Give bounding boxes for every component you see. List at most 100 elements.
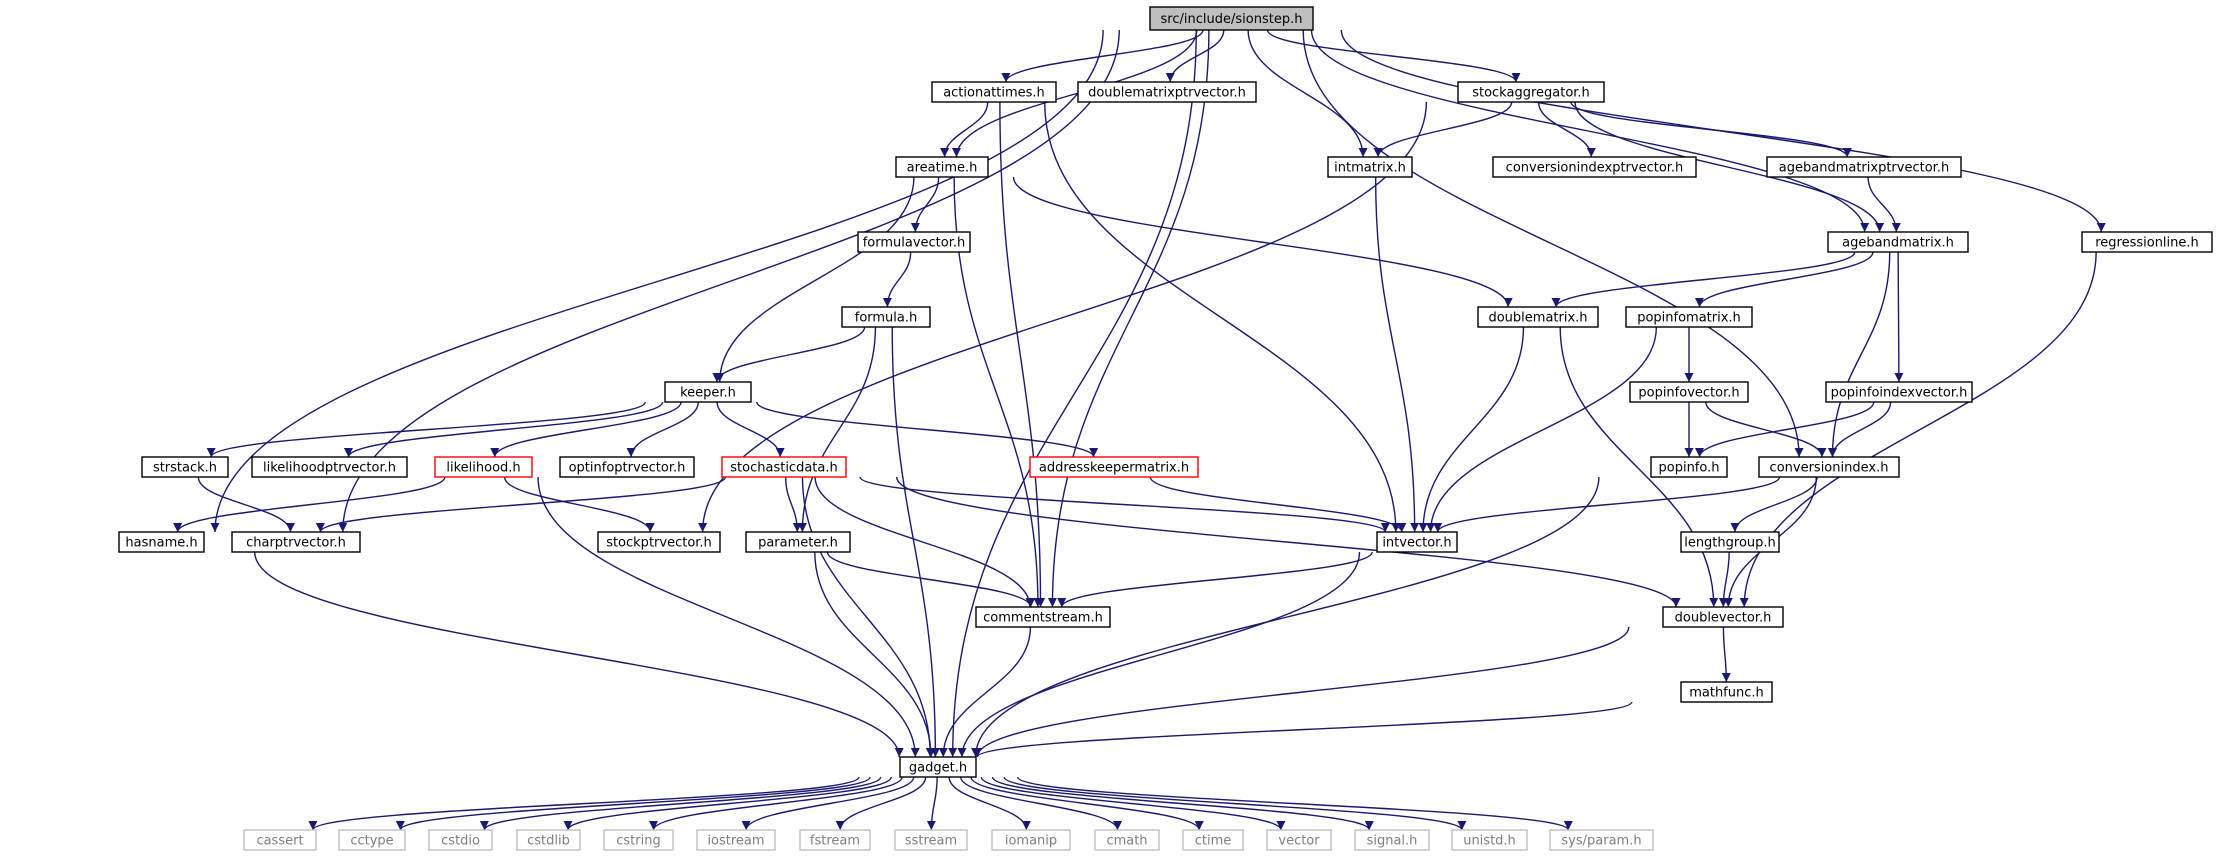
node-cstdlib: cstdlib — [516, 829, 581, 851]
edge-parameter-to-commentstream — [826, 551, 1036, 608]
node-sstream: sstream — [894, 829, 968, 851]
edge-stockaggregator-to-agebandmatrix — [1574, 101, 1885, 233]
node-doublevector[interactable]: doublevector.h — [1662, 606, 1784, 628]
node-regressionline[interactable]: regressionline.h — [2081, 231, 2213, 253]
edge-doublevector-to-gadget — [972, 626, 1630, 758]
node-label: regressionline.h — [2095, 236, 2199, 251]
node-charptrvector[interactable]: charptrvector.h — [231, 531, 361, 553]
edge-likelihood-to-gadget — [537, 476, 920, 758]
node-box — [841, 306, 931, 328]
node-strstack[interactable]: strstack.h — [141, 456, 229, 478]
edge-agebandmatrix-to-popinfoindexvector — [1894, 251, 1904, 383]
node-box — [857, 231, 971, 253]
node-box — [118, 531, 205, 553]
node-sionstep[interactable]: src/include/sionstep.h — [1149, 6, 1314, 31]
node-stochasticdata[interactable]: stochasticdata.h — [721, 456, 847, 478]
edge-intvector-to-commentstream — [1057, 551, 1373, 608]
node-cctype: cctype — [338, 829, 406, 851]
node-conversionindexptrvector[interactable]: conversionindexptrvector.h — [1492, 156, 1697, 178]
node-agebandmatrix[interactable]: agebandmatrix.h — [1827, 231, 1969, 253]
edge-regressionline-to-doublevector — [1739, 251, 2097, 608]
node-label: popinfo.h — [1659, 461, 1720, 476]
node-formula[interactable]: formula.h — [841, 306, 931, 328]
node-label: intvector.h — [1382, 536, 1451, 551]
edge-formulavector-to-formula — [882, 251, 912, 308]
edge-doublevector-to-mathfunc — [1721, 626, 1731, 683]
node-box — [1549, 829, 1654, 851]
node-label: cctype — [350, 834, 393, 849]
node-box — [799, 829, 871, 851]
edge-stochasticdata-to-charptrvector — [316, 476, 727, 533]
node-box — [931, 81, 1057, 103]
node-actionattimes[interactable]: actionattimes.h — [931, 81, 1057, 103]
node-formulavector[interactable]: formulavector.h — [857, 231, 971, 253]
node-parameter[interactable]: parameter.h — [745, 531, 851, 553]
edge-doublematrix-to-intvector — [1418, 326, 1525, 533]
node-popinfoindexvector[interactable]: popinfoindexvector.h — [1825, 381, 1973, 403]
edge-agebandmatrix-to-doublematrix — [1551, 251, 1856, 308]
node-addresskeepermatrix[interactable]: addresskeepermatrix.h — [1029, 456, 1199, 478]
node-box — [516, 829, 581, 851]
node-label: stochasticdata.h — [730, 461, 837, 476]
edge-doublematrix-to-doublevector — [1559, 326, 1719, 608]
edge-gadget-to-cstdlib — [563, 776, 892, 831]
node-intvector[interactable]: intvector.h — [1376, 531, 1458, 553]
node-stockptrvector[interactable]: stockptrvector.h — [597, 531, 721, 553]
node-likelihoodptrvector[interactable]: likelihoodptrvector.h — [251, 456, 408, 478]
edge-likelihood-to-stockptrvector — [503, 476, 655, 533]
node-label: doublematrixptrvector.h — [1088, 86, 1246, 101]
node-gadget[interactable]: gadget.h — [899, 756, 977, 778]
node-popinfomatrix[interactable]: popinfomatrix.h — [1625, 306, 1753, 328]
edge-gadget-to-cctype — [395, 776, 871, 831]
node-box — [243, 829, 317, 851]
edge-gadget-to-signal — [991, 776, 1374, 831]
node-popinfovector[interactable]: popinfovector.h — [1629, 381, 1749, 403]
nodes-layer: src/include/sionstep.h actionattimes.h dou… — [118, 6, 2213, 851]
node-label: iostream — [707, 834, 764, 849]
node-hasname[interactable]: hasname.h — [118, 531, 205, 553]
edge-gadget-to-ctime — [970, 776, 1204, 831]
edge-stochasticdata-to-doublevector — [895, 476, 1681, 608]
node-box — [603, 829, 674, 851]
node-optinfoptrvector[interactable]: optinfoptrvector.h — [559, 456, 695, 478]
node-commentstream[interactable]: commentstream.h — [975, 606, 1111, 628]
edge-keeper-to-stochasticdata — [716, 401, 785, 458]
edge-stochasticdata-to-commentstream — [814, 476, 1035, 608]
edge-keeper-to-likelihoodptrvector — [344, 401, 664, 458]
edge-parameter-to-gadget — [814, 551, 936, 758]
node-areatime[interactable]: areatime.h — [895, 156, 989, 178]
node-keeper[interactable]: keeper.h — [664, 381, 752, 403]
edge-gadget-to-cmath — [959, 776, 1122, 831]
node-box — [1825, 381, 1973, 403]
node-label: vector — [1278, 834, 1320, 849]
node-box — [1077, 81, 1257, 103]
edge-formula-to-parameter — [797, 326, 877, 533]
node-popinfo[interactable]: popinfo.h — [1650, 456, 1728, 478]
edge-sionstep-to-intmatrix — [1247, 29, 1368, 158]
edge-intvector-to-gadget — [957, 551, 1361, 758]
edge-gadget-to-sstream — [926, 776, 938, 831]
node-lengthgroup[interactable]: lengthgroup.h — [1680, 531, 1780, 553]
node-box — [231, 531, 361, 553]
node-box — [338, 829, 406, 851]
edge-keeper-to-addresskeepermatrix — [756, 401, 1099, 458]
edge-lengthgroup-to-doublevector — [1718, 551, 1730, 608]
node-stockaggregator[interactable]: stockaggregator.h — [1457, 81, 1605, 103]
node-conversionindex[interactable]: conversionindex.h — [1758, 456, 1900, 478]
node-label: doublematrix.h — [1488, 311, 1587, 326]
node-likelihood[interactable]: likelihood.h — [434, 456, 533, 478]
node-box — [1629, 381, 1749, 403]
node-label: actionattimes.h — [943, 86, 1045, 101]
node-doublematrixptrvector[interactable]: doublematrixptrvector.h — [1077, 81, 1257, 103]
node-intmatrix[interactable]: intmatrix.h — [1327, 156, 1413, 178]
edge-gadget-to-cstring — [649, 776, 903, 831]
node-box — [894, 829, 968, 851]
node-mathfunc[interactable]: mathfunc.h — [1680, 681, 1773, 703]
node-doublematrix[interactable]: doublematrix.h — [1477, 306, 1599, 328]
edge-sionstep-to-commentstream — [1047, 29, 1210, 608]
edge-likelihood-to-hasname — [173, 476, 446, 533]
node-label: hasname.h — [125, 536, 197, 551]
edge-gadget-to-cstdio — [480, 776, 882, 831]
node-agebandmatrixptrvector[interactable]: agebandmatrixptrvector.h — [1766, 156, 1962, 178]
node-cstdio: cstdio — [428, 829, 493, 851]
